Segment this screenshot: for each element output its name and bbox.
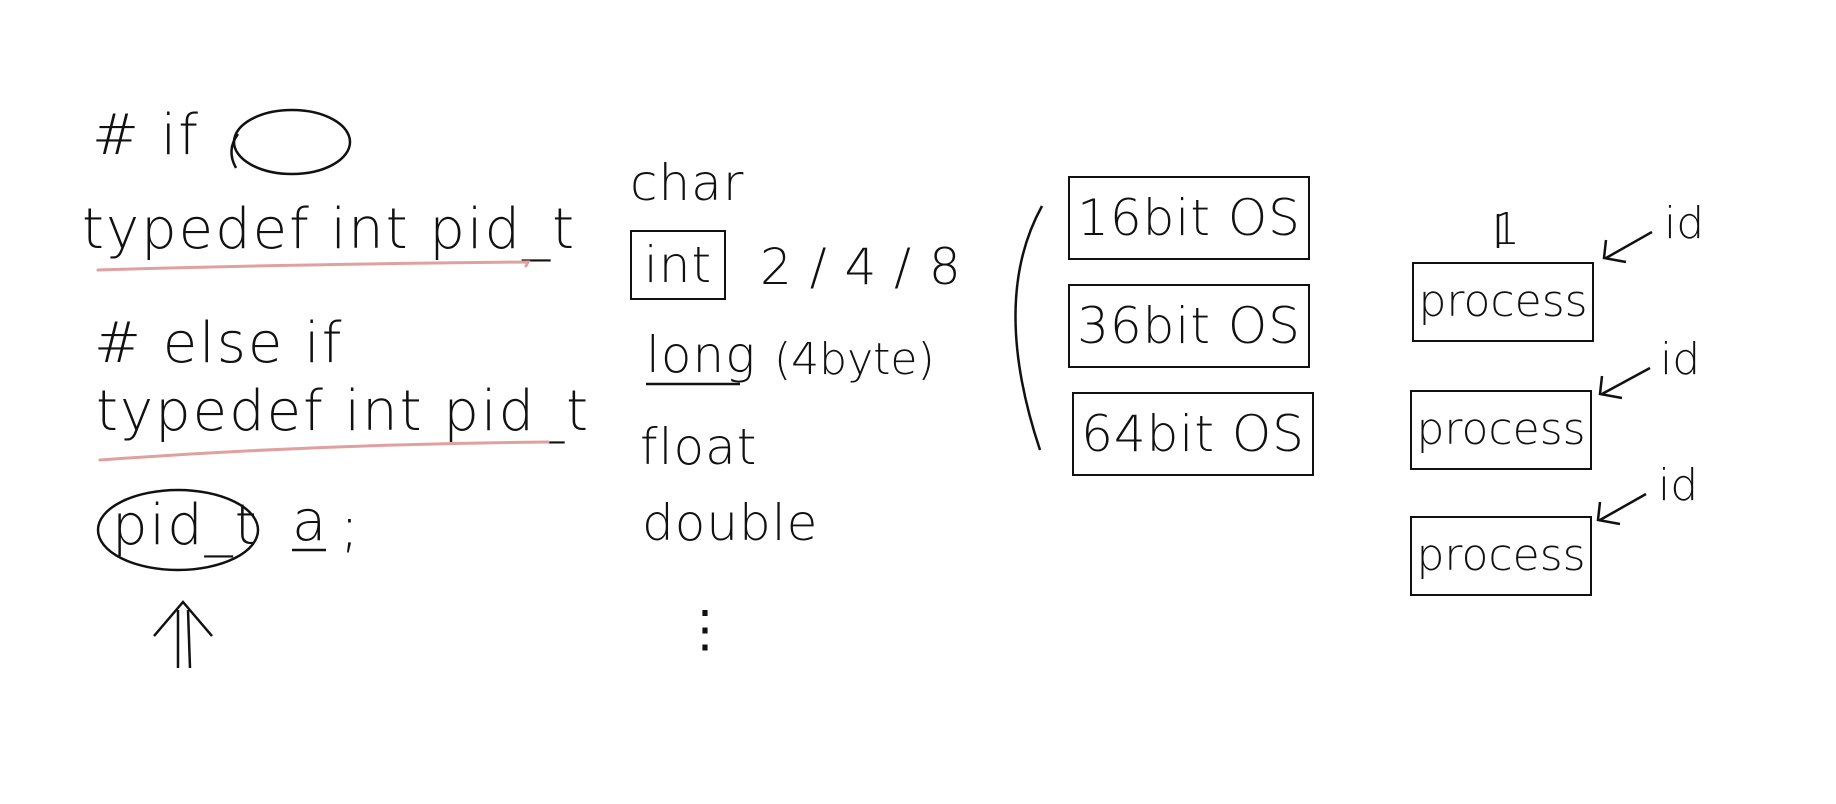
int-sizes: 2 / 4 / 8	[760, 238, 962, 296]
type-int-box: int	[630, 230, 726, 300]
else-if-directive: # else if	[94, 311, 344, 376]
id-label: id	[1660, 334, 1701, 385]
tick-label: 1	[1492, 204, 1520, 255]
typedef-line-1: typedef int pid_t	[82, 197, 577, 262]
id-label: id	[1664, 198, 1705, 249]
highlight-underline-1	[96, 260, 531, 272]
os-label: 16bit OS	[1077, 189, 1301, 247]
semicolon: ;	[340, 495, 361, 560]
double-up-arrow-icon	[153, 600, 213, 669]
arrow-icon	[1598, 366, 1651, 400]
type-int: int	[643, 236, 713, 294]
process-box: process	[1412, 262, 1594, 342]
os-label: 36bit OS	[1077, 297, 1301, 355]
type-double: double	[642, 494, 819, 552]
os-box-16bit: 16bit OS	[1068, 176, 1310, 260]
type-char: char	[630, 154, 745, 212]
highlight-underline-2	[98, 440, 550, 462]
types-ellipsis: ⋮	[680, 600, 731, 658]
arrow-icon	[1596, 492, 1647, 526]
type-float: float	[640, 418, 758, 476]
arrow-icon	[1602, 230, 1653, 264]
typedef-line-2: typedef int pid_t	[96, 379, 591, 444]
pid-t-token: pid_t	[112, 493, 259, 558]
long-size-note: (4byte)	[774, 334, 935, 385]
variable-name: a	[292, 489, 329, 554]
process-label: process	[1418, 276, 1588, 327]
process-label: process	[1416, 404, 1586, 455]
os-box-36bit: 36bit OS	[1068, 284, 1310, 368]
os-box-64bit: 64bit OS	[1072, 392, 1314, 476]
os-label: 64bit OS	[1081, 405, 1305, 463]
process-label: process	[1416, 530, 1586, 581]
os-bracket	[1014, 205, 1044, 451]
process-box: process	[1410, 516, 1592, 596]
type-long: long	[646, 326, 757, 384]
empty-condition-oval	[232, 108, 352, 176]
if-directive: # if	[92, 103, 200, 168]
oval-tail	[230, 133, 240, 169]
process-box: process	[1410, 390, 1592, 470]
id-label: id	[1658, 460, 1699, 511]
